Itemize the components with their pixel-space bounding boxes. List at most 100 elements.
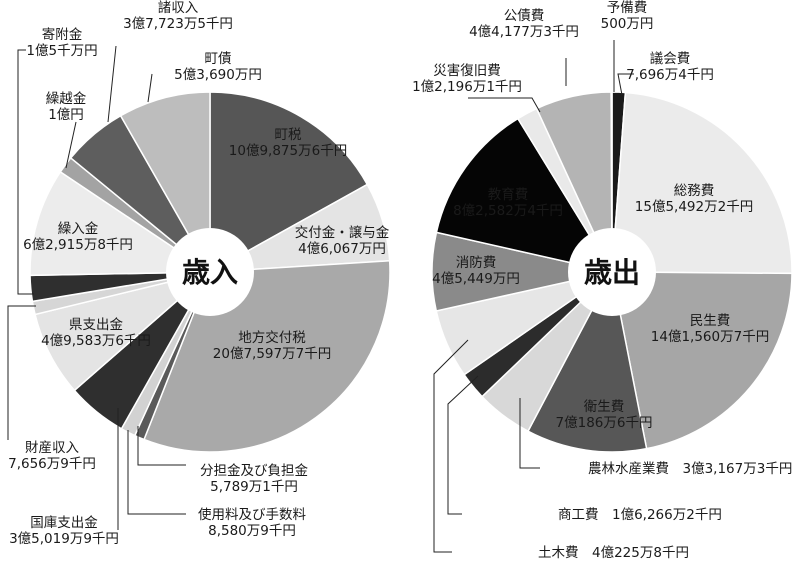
revenue-label-name-8: 寄附金 xyxy=(42,26,83,43)
expenditure-label-6: 土木費 4億225万8千円 xyxy=(538,545,689,561)
expenditure-label-name-8: 教育費 xyxy=(488,187,529,203)
revenue-label-name-6: 県支出金 xyxy=(69,317,123,333)
revenue-slice-9 xyxy=(29,170,213,277)
revenue-label-name-4: 使用料及び手数料 xyxy=(198,506,306,523)
expenditure-label-4: 農林水産業費 3億3,167万3千円 xyxy=(588,461,792,477)
expenditure-label-value-5: 商工費 1億6,266万2千円 xyxy=(558,507,722,523)
revenue-leader-11 xyxy=(107,45,117,123)
expenditure-center-hole xyxy=(568,228,656,316)
revenue-label-name-2: 地方交付税 xyxy=(238,329,306,346)
expenditure-label-value-2: 14億1,560万7千円 xyxy=(651,329,769,345)
revenue-leader-10 xyxy=(65,121,77,169)
revenue-leader-8 xyxy=(17,49,34,295)
revenue-center-title: 歳入 xyxy=(182,256,238,289)
expenditure-slice-8 xyxy=(435,117,614,274)
expenditure-slice-1 xyxy=(611,91,793,275)
expenditure-leader-4 xyxy=(519,398,540,469)
expenditure-label-name-11: 予備費 xyxy=(607,0,648,16)
expenditure-slice-2 xyxy=(611,271,793,450)
expenditure-label-name-1: 総務費 xyxy=(674,183,715,199)
revenue-label-name-9: 繰入金 xyxy=(58,221,99,237)
revenue-leader-4 xyxy=(127,430,186,515)
pie-centers: 歳入 歳出 xyxy=(166,228,656,316)
expenditure-leader-5 xyxy=(447,375,479,515)
expenditure-pie xyxy=(431,91,793,453)
expenditure-label-value-7: 4億5,449万円 xyxy=(432,271,520,287)
revenue-label-value-9: 6億2,915万8千円 xyxy=(23,237,133,253)
expenditure-label-name-10: 公債費 xyxy=(504,8,545,24)
expenditure-label-value-10: 4億4,177万3千円 xyxy=(469,24,579,40)
expenditure-label-value-8: 8億2,582万4千円 xyxy=(453,203,563,219)
expenditure-label-name-2: 民生費 xyxy=(690,313,731,329)
revenue-label-value-4: 8,580万9千円 xyxy=(208,523,296,539)
revenue-label-value-12: 5億3,690万円 xyxy=(174,67,262,83)
revenue-label-name-7: 財産収入 xyxy=(25,440,79,456)
expenditure-label-value-4: 農林水産業費 3億3,167万3千円 xyxy=(588,461,792,477)
expenditure-label-name-7: 消防費 xyxy=(456,255,497,271)
expenditure-leader-9 xyxy=(468,97,541,113)
revenue-label-name-10: 繰越金 xyxy=(46,91,87,107)
revenue-label-value-8: 1億5千万円 xyxy=(26,43,97,59)
revenue-label-value-10: 1億円 xyxy=(48,107,84,123)
revenue-label-name-5: 国庫支出金 xyxy=(30,515,98,531)
revenue-leader-12 xyxy=(147,73,153,103)
revenue-center-hole xyxy=(166,228,254,316)
revenue-label-name-1: 交付金・譲与金 xyxy=(295,224,390,241)
revenue-label-name-12: 町債 xyxy=(205,51,232,67)
revenue-slice-12 xyxy=(119,91,211,275)
revenue-label-value-2: 20億7,597万7千円 xyxy=(213,346,331,362)
revenue-label-value-5: 3億5,019万9千円 xyxy=(9,531,119,547)
revenue-label-value-0: 10億9,875万6千円 xyxy=(229,143,347,159)
revenue-label-name-3: 分担金及び負担金 xyxy=(200,463,308,479)
expenditure-leader-6 xyxy=(433,339,469,553)
expenditure-label-name-3: 衛生費 xyxy=(584,399,625,415)
expenditure-center-title: 歳出 xyxy=(584,256,640,289)
expenditure-label-value-9: 1億2,196万1千円 xyxy=(412,79,522,95)
expenditure-leader-0 xyxy=(617,73,634,96)
revenue-label-value-1: 4億6,067万円 xyxy=(298,241,386,257)
revenue-label-value-6: 4億9,583万6千円 xyxy=(41,333,151,349)
expenditure-slice-11 xyxy=(610,91,613,273)
revenue-label-value-11: 3億7,723万5千円 xyxy=(123,16,233,32)
expenditure-label-value-11: 500万円 xyxy=(601,16,654,32)
leader-lines xyxy=(7,40,634,553)
expenditure-label-value-0: 7,696万4千円 xyxy=(626,67,714,83)
revenue-label-value-3: 5,789万1千円 xyxy=(210,479,298,495)
revenue-leader-7 xyxy=(7,305,36,440)
expenditure-slice-3 xyxy=(526,269,648,453)
expenditure-label-5: 商工費 1億6,266万2千円 xyxy=(558,507,722,523)
revenue-label-name-11: 諸収入 xyxy=(158,0,199,16)
revenue-label-value-7: 7,656万9千円 xyxy=(8,456,96,472)
expenditure-label-value-3: 7億186万6千円 xyxy=(556,415,653,431)
revenue-slice-0 xyxy=(209,91,369,274)
revenue-leader-3 xyxy=(137,426,186,466)
expenditure-label-name-9: 災害復旧費 xyxy=(433,62,501,79)
expenditure-label-value-1: 15億5,492万2千円 xyxy=(635,199,753,215)
expenditure-label-value-6: 土木費 4億225万8千円 xyxy=(538,545,689,561)
